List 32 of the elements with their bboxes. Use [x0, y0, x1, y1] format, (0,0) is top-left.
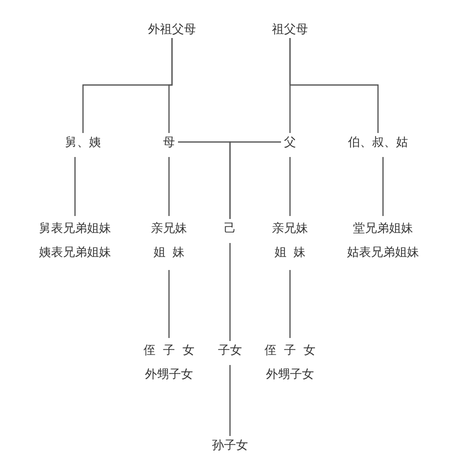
kinship-label: 父: [284, 134, 296, 151]
kinship-label: 亲兄妹: [272, 220, 308, 237]
kinship-label: 子女: [218, 342, 242, 359]
kinship-label: 伯、叔、姑: [348, 134, 408, 151]
kinship-label: 舅、姨: [65, 134, 101, 151]
kinship-label: 姐 妹: [153, 244, 185, 261]
kinship-label: 姨表兄弟姐妹: [39, 244, 111, 261]
connector-line: [289, 38, 379, 133]
connector-line: [229, 141, 281, 219]
kinship-label: 侄 子 女: [144, 342, 194, 359]
kinship-label: 母: [163, 134, 175, 151]
connector-line: [74, 157, 76, 216]
kinship-label: 孙子女: [212, 437, 248, 454]
connector-line: [289, 270, 291, 338]
connector-line: [168, 38, 173, 133]
connector-line: [168, 270, 170, 338]
kinship-label: 侄 子 女: [264, 342, 316, 359]
kinship-label: 祖父母: [272, 21, 308, 38]
connector-line: [289, 157, 291, 216]
kinship-label: 堂兄弟姐妹: [353, 220, 413, 237]
connector-line: [382, 157, 384, 216]
kinship-label: 姐 妹: [274, 244, 306, 261]
kinship-label: 舅表兄弟姐妹: [39, 220, 111, 237]
kinship-label: 外甥子女: [145, 366, 193, 383]
connector-line: [168, 157, 170, 216]
kinship-label: 外祖父母: [148, 21, 196, 38]
connector-line: [229, 243, 231, 341]
kinship-label: 己: [224, 220, 236, 237]
kinship-label: 外甥子女: [266, 366, 314, 383]
connector-line: [229, 365, 231, 436]
kinship-label: 姑表兄弟姐妹: [347, 244, 419, 261]
kinship-label: 亲兄妹: [151, 220, 187, 237]
